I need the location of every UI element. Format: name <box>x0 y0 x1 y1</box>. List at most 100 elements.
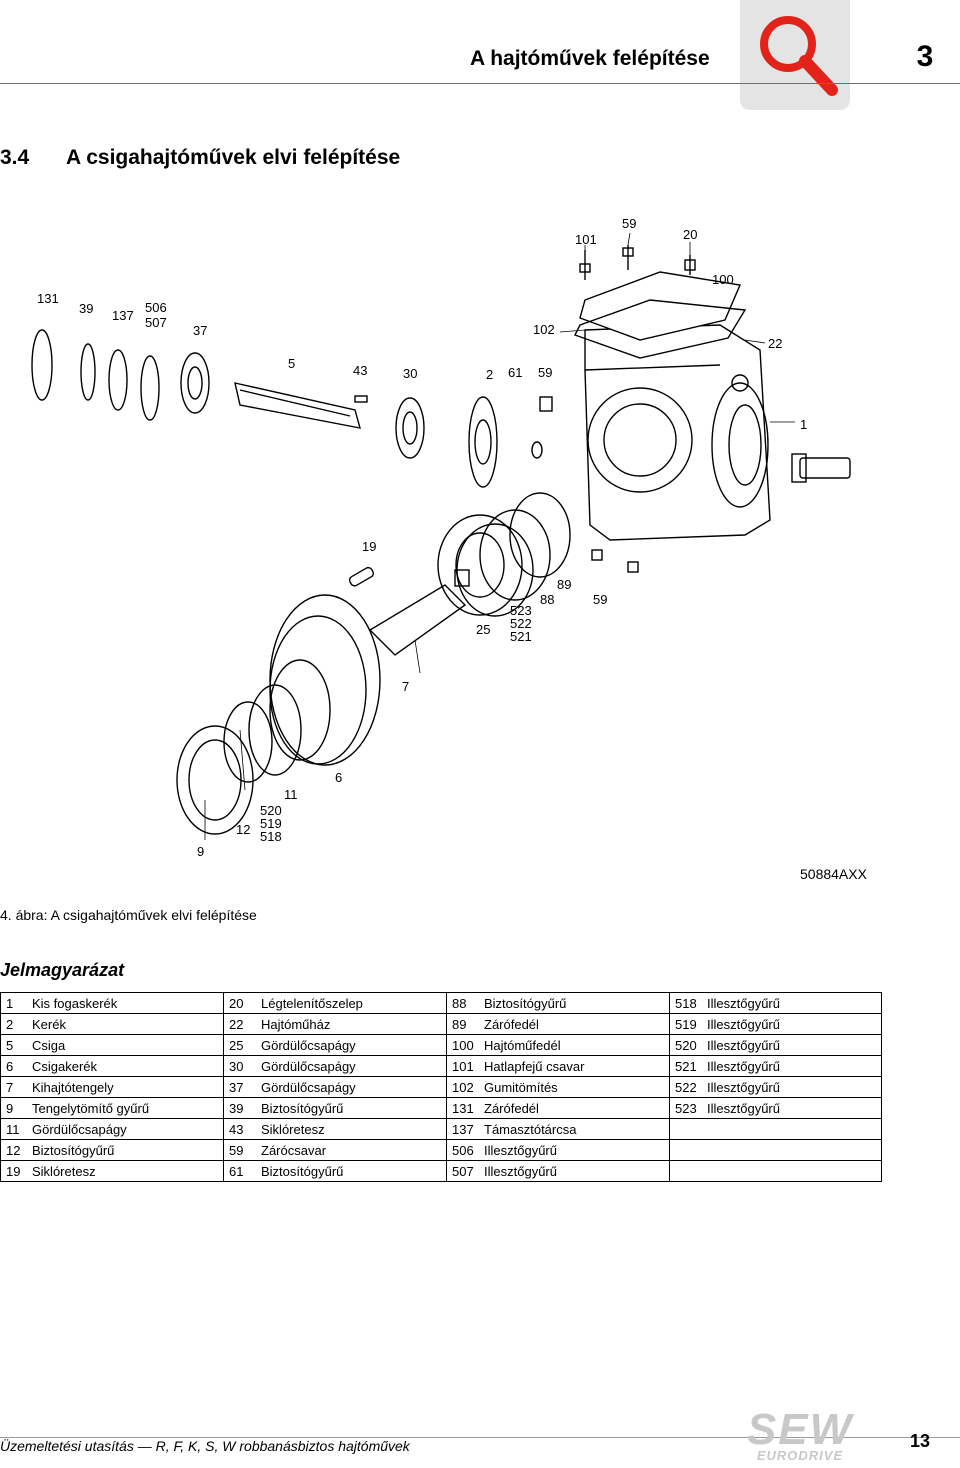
legend-cell: 7 Kihajtótengely <box>0 1076 224 1098</box>
legend-item-label: Gördülőcsapágy <box>261 1079 356 1095</box>
legend-item-number: 521 <box>675 1058 697 1074</box>
legend-cell: 2 Kerék <box>0 1013 224 1035</box>
legend-item-label: Hajtóműház <box>261 1016 331 1032</box>
gear-cover <box>574 271 747 359</box>
legend-item-number: 519 <box>675 1016 697 1032</box>
logo-main: SEW <box>746 1405 854 1454</box>
legend-item-number: 20 <box>229 995 244 1011</box>
callout: 137 <box>112 308 134 323</box>
legend-item-number: 30 <box>229 1058 244 1074</box>
legend-item-label: Biztosítógyűrű <box>261 1163 344 1179</box>
legend-cell <box>669 1118 882 1140</box>
callout: 1 <box>800 417 807 432</box>
callout: 61 <box>508 365 522 380</box>
legend-item-label: Illesztőgyűrű <box>707 1016 780 1032</box>
callout: 11 <box>284 787 298 802</box>
legend-item-number: 6 <box>6 1058 14 1074</box>
legend-item-number: 61 <box>229 1163 244 1179</box>
callout: 102 <box>533 322 555 337</box>
legend-item-label: Siklóretesz <box>261 1121 325 1137</box>
output-shaft <box>368 569 470 656</box>
logo-sub: EURODRIVE <box>756 1448 844 1463</box>
legend-item-label: Légtelenítőszelep <box>261 995 363 1011</box>
legend-item-label: Illesztőgyűrű <box>707 1058 780 1074</box>
legend-item-label: Zárófedél <box>484 1016 539 1032</box>
section-title: A csigahajtóművek elvi felépítése <box>66 146 401 169</box>
callout: 6 <box>335 770 342 785</box>
legend-cell: 506 Illesztőgyűrű <box>446 1139 670 1161</box>
worm-wheel-large <box>176 594 381 835</box>
chapter-number: 3 <box>916 40 934 73</box>
legend-item-number: 43 <box>229 1121 244 1137</box>
legend-item-label: Csigakerék <box>32 1058 98 1074</box>
section-number: 3.4 <box>0 146 30 169</box>
callout-labels: 101 59 20 100 131 39 137 506 507 37 102 … <box>37 216 807 859</box>
callout: 59 <box>593 592 607 607</box>
legend-item-label: Biztosítógyűrű <box>261 1100 344 1116</box>
callout: 59 <box>538 365 552 380</box>
bearing-stack <box>437 492 571 617</box>
worm-wheel-small <box>468 396 553 488</box>
key-19 <box>348 566 374 587</box>
legend-item-label: Támasztótárcsa <box>484 1121 577 1137</box>
figure-caption: 4. ábra: A csigahajtóművek elvi felépíté… <box>0 907 257 923</box>
legend-cell: 43 Siklóretesz <box>223 1118 447 1140</box>
legend-item-number: 88 <box>452 995 467 1011</box>
page-number: 13 <box>909 1431 931 1451</box>
legend-item-label: Kerék <box>32 1016 66 1032</box>
legend-item-number: 131 <box>452 1100 474 1116</box>
callout: 100 <box>712 272 734 287</box>
worm-gear-exploded-diagram: 101 59 20 100 131 39 137 506 507 37 102 … <box>31 216 851 859</box>
callout: 507 <box>145 315 167 330</box>
header-divider <box>0 83 960 84</box>
callout: 2 <box>486 367 493 382</box>
callout: 7 <box>402 679 409 694</box>
footer-document-title: Üzemeltetési utasítás — R, F, K, S, W ro… <box>0 1438 410 1454</box>
footer-divider <box>0 1437 960 1438</box>
legend-item-number: 7 <box>6 1079 14 1095</box>
legend-item-label: Csiga <box>32 1037 66 1053</box>
legend-cell: 521 Illesztőgyűrű <box>669 1055 882 1077</box>
legend-item-label: Illesztőgyűrű <box>484 1142 557 1158</box>
callout: 43 <box>353 363 367 378</box>
top-screws <box>579 245 696 280</box>
legend-item-label: Gördülőcsapágy <box>261 1058 356 1074</box>
legend-item-number: 2 <box>6 1016 14 1032</box>
callout: 9 <box>197 844 204 859</box>
callout: 39 <box>79 301 93 316</box>
legend-item-number: 59 <box>229 1142 244 1158</box>
legend-cell: 30 Gördülőcsapágy <box>223 1055 447 1077</box>
legend-item-number: 100 <box>452 1037 474 1053</box>
legend-item-label: Gördülőcsapágy <box>32 1121 127 1137</box>
legend-item-number: 506 <box>452 1142 474 1158</box>
legend-item-label: Siklóretesz <box>32 1163 96 1179</box>
legend-item-number: 507 <box>452 1163 474 1179</box>
legend-cell: 519 Illesztőgyűrű <box>669 1013 882 1035</box>
legend-item-label: Illesztőgyűrű <box>707 1037 780 1053</box>
leader-lines <box>204 232 795 840</box>
callout: 12 <box>236 822 250 837</box>
callout: 20 <box>683 227 697 242</box>
legend-item-label: Kis fogaskerék <box>32 995 118 1011</box>
header-icon-box <box>740 0 850 110</box>
legend-item-label: Biztosítógyűrű <box>484 995 567 1011</box>
legend-item-label: Illesztőgyűrű <box>707 995 780 1011</box>
legend-item-label: Kihajtótengely <box>32 1079 114 1095</box>
gear-housing <box>584 324 771 541</box>
callout: 37 <box>193 323 207 338</box>
